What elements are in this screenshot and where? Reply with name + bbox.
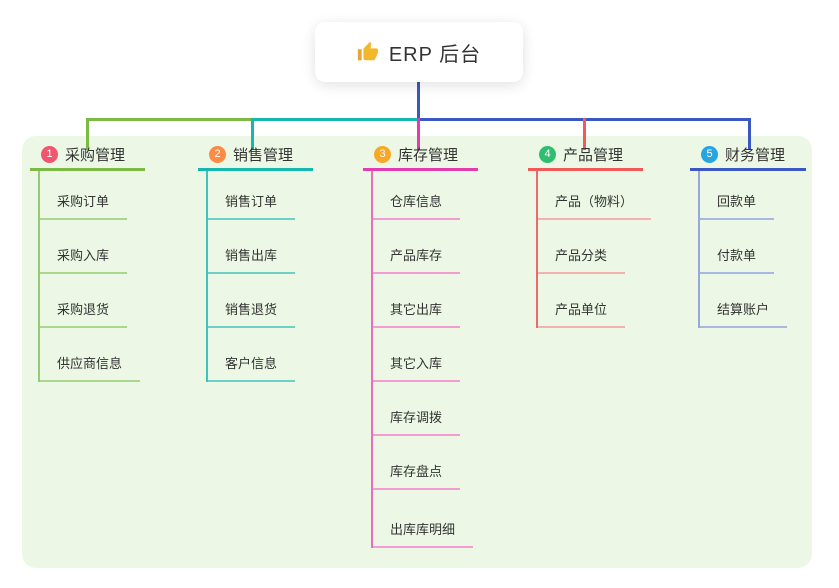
branch-purchase: 1 采购管理 采购订单 采购入库 采购退货 供应商信息 xyxy=(30,146,145,382)
child-node[interactable]: 销售退货 xyxy=(208,274,313,328)
branch-finance: 5 财务管理 回款单 付款单 结算账户 xyxy=(690,146,806,328)
drop-line-sales xyxy=(251,118,254,150)
branch-node-product[interactable]: 4 产品管理 xyxy=(528,146,643,171)
branch-label: 财务管理 xyxy=(725,147,786,164)
child-node[interactable]: 仓库信息 xyxy=(373,171,478,220)
child-node[interactable]: 销售订单 xyxy=(208,171,313,220)
child-node[interactable]: 产品分类 xyxy=(538,220,643,274)
child-node[interactable]: 付款单 xyxy=(700,220,806,274)
thumbs-up-icon xyxy=(357,41,379,63)
child-node[interactable]: 回款单 xyxy=(700,171,806,220)
drop-line-inventory xyxy=(417,118,420,150)
child-node[interactable]: 采购订单 xyxy=(40,171,145,220)
child-node[interactable]: 出库库明细 xyxy=(373,490,478,548)
child-node[interactable]: 库存盘点 xyxy=(373,436,478,490)
child-node[interactable]: 供应商信息 xyxy=(40,328,145,382)
number-badge: 5 xyxy=(701,146,718,163)
child-node[interactable]: 结算账户 xyxy=(700,274,806,328)
branch-node-finance[interactable]: 5 财务管理 xyxy=(690,146,806,171)
root-connector-line xyxy=(417,82,420,119)
branch-children: 回款单 付款单 结算账户 xyxy=(698,171,806,328)
branch-label: 库存管理 xyxy=(398,147,459,164)
branch-label: 产品管理 xyxy=(563,147,624,164)
branch-children: 采购订单 采购入库 采购退货 供应商信息 xyxy=(38,171,145,382)
branch-node-inventory[interactable]: 3 库存管理 xyxy=(363,146,478,171)
branch-node-purchase[interactable]: 1 采购管理 xyxy=(30,146,145,171)
branch-inventory: 3 库存管理 仓库信息 产品库存 其它出库 其它入库 库存调拨 库存盘点 出库库… xyxy=(363,146,478,548)
mindmap-canvas xyxy=(22,136,812,568)
drop-line-finance xyxy=(748,118,751,150)
bus-line-sales xyxy=(251,118,419,121)
child-node[interactable]: 其它出库 xyxy=(373,274,478,328)
root-node[interactable]: ERP 后台 xyxy=(315,22,523,82)
child-node[interactable]: 产品库存 xyxy=(373,220,478,274)
bus-line-purchase xyxy=(87,118,252,121)
child-node[interactable]: 销售出库 xyxy=(208,220,313,274)
branch-children: 销售订单 销售出库 销售退货 客户信息 xyxy=(206,171,313,382)
branch-children: 产品（物料） 产品分类 产品单位 xyxy=(536,171,652,328)
child-node[interactable]: 产品单位 xyxy=(538,274,643,328)
number-badge: 1 xyxy=(41,146,58,163)
branch-label: 采购管理 xyxy=(65,147,126,164)
child-node[interactable]: 采购入库 xyxy=(40,220,145,274)
number-badge: 2 xyxy=(209,146,226,163)
number-badge: 3 xyxy=(374,146,391,163)
child-node[interactable]: 其它入库 xyxy=(373,328,478,382)
branch-label: 销售管理 xyxy=(233,147,294,164)
branch-product: 4 产品管理 产品（物料） 产品分类 产品单位 xyxy=(528,146,652,328)
branch-children: 仓库信息 产品库存 其它出库 其它入库 库存调拨 库存盘点 出库库明细 xyxy=(371,171,478,548)
child-node[interactable]: 产品（物料） xyxy=(538,171,652,220)
child-node[interactable]: 客户信息 xyxy=(208,328,313,382)
child-node[interactable]: 库存调拨 xyxy=(373,382,478,436)
root-node-label: ERP 后台 xyxy=(388,43,482,66)
drop-line-purchase xyxy=(86,118,89,150)
branch-node-sales[interactable]: 2 销售管理 xyxy=(198,146,313,171)
number-badge: 4 xyxy=(539,146,556,163)
branch-sales: 2 销售管理 销售订单 销售出库 销售退货 客户信息 xyxy=(198,146,313,382)
drop-line-product xyxy=(583,118,586,150)
child-node[interactable]: 采购退货 xyxy=(40,274,145,328)
